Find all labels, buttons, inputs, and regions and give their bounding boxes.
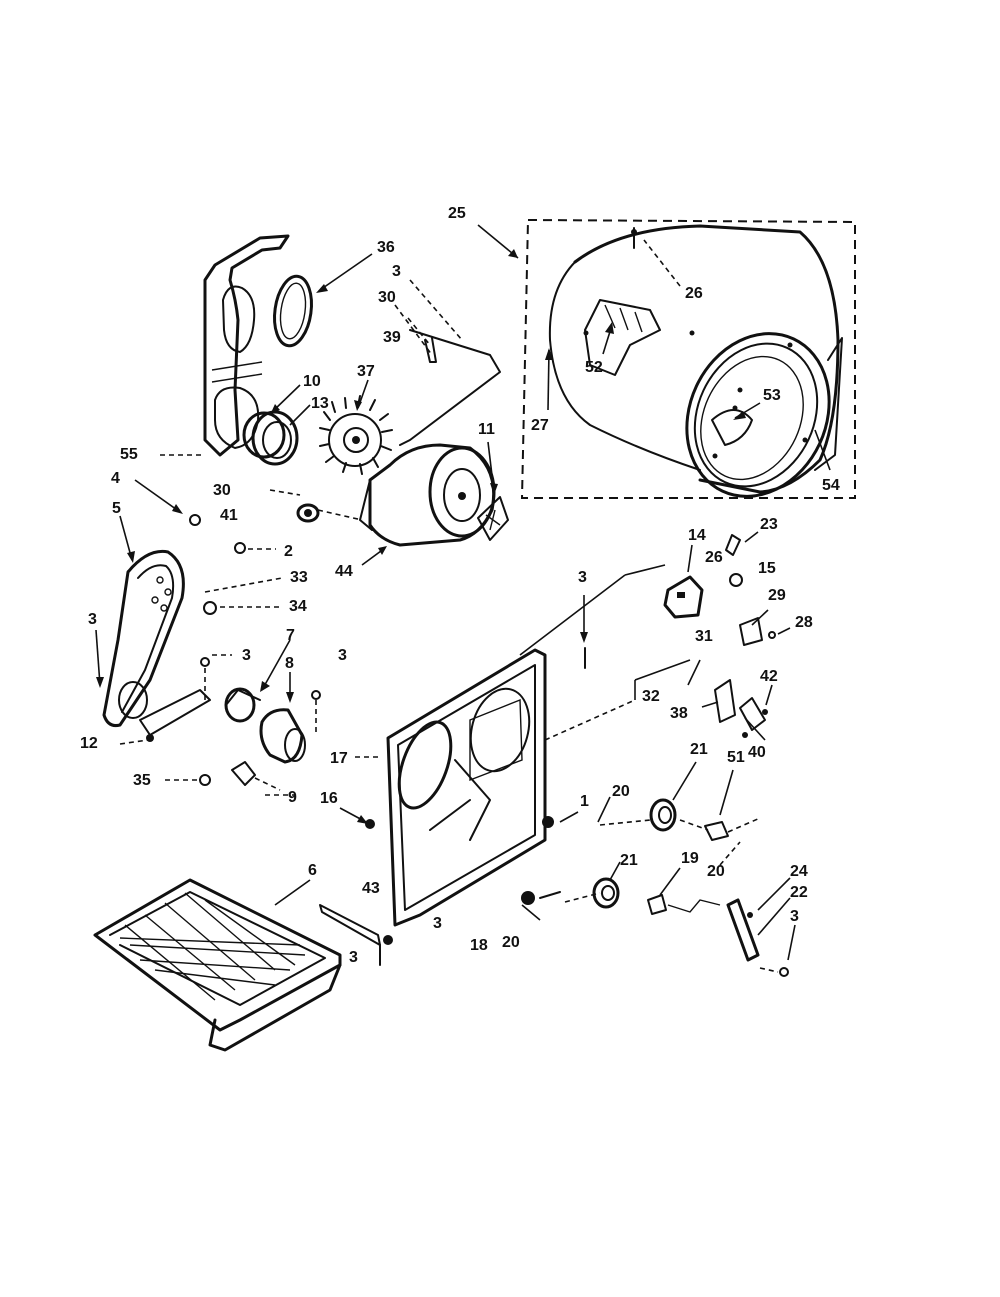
label-3: 3 bbox=[790, 908, 799, 925]
label-14: 14 bbox=[688, 527, 706, 544]
label-21: 21 bbox=[620, 852, 638, 869]
label-15: 15 bbox=[758, 560, 776, 577]
label-35: 35 bbox=[133, 772, 151, 789]
label-9: 9 bbox=[288, 789, 297, 806]
rear-bulkhead-group bbox=[160, 234, 509, 566]
label-19: 19 bbox=[681, 850, 699, 867]
label-55: 55 bbox=[120, 446, 138, 463]
label-26: 26 bbox=[705, 549, 723, 566]
label-44: 44 bbox=[335, 563, 353, 580]
label-20: 20 bbox=[612, 783, 630, 800]
label-3: 3 bbox=[242, 647, 251, 664]
label-20: 20 bbox=[502, 934, 520, 951]
base-pan-group bbox=[93, 878, 342, 1052]
label-30: 30 bbox=[213, 482, 231, 499]
label-53: 53 bbox=[763, 387, 781, 404]
label-33: 33 bbox=[290, 569, 308, 586]
label-26: 26 bbox=[685, 285, 703, 302]
blower-wheel bbox=[319, 395, 393, 475]
label-16: 16 bbox=[320, 790, 338, 807]
label-25: 25 bbox=[448, 205, 466, 222]
label-52: 52 bbox=[585, 359, 603, 376]
label-8: 8 bbox=[285, 655, 294, 672]
label-27: 27 bbox=[531, 417, 549, 434]
label-43: 43 bbox=[362, 880, 380, 897]
label-5: 5 bbox=[112, 500, 121, 517]
label-13: 13 bbox=[311, 395, 329, 412]
label-22: 22 bbox=[790, 884, 808, 901]
label-12: 12 bbox=[80, 735, 98, 752]
part-labels: 25 36 3 30 39 37 10 13 26 52 27 53 54 11… bbox=[80, 205, 840, 966]
drum-assembly-group bbox=[477, 219, 856, 499]
cabinet-base-group bbox=[319, 564, 691, 966]
label-4: 4 bbox=[111, 470, 120, 487]
label-3: 3 bbox=[392, 263, 401, 280]
thermostat-group bbox=[663, 531, 791, 741]
label-41: 41 bbox=[220, 507, 238, 524]
label-34: 34 bbox=[289, 598, 307, 615]
roller-group bbox=[559, 595, 796, 977]
label-42: 42 bbox=[760, 668, 778, 685]
label-10: 10 bbox=[303, 373, 321, 390]
label-24: 24 bbox=[790, 863, 808, 880]
label-7: 7 bbox=[286, 627, 295, 644]
label-32: 32 bbox=[642, 688, 660, 705]
label-40: 40 bbox=[748, 744, 766, 761]
label-39: 39 bbox=[383, 329, 401, 346]
label-37: 37 bbox=[357, 363, 375, 380]
label-11: 11 bbox=[478, 421, 495, 438]
label-2: 2 bbox=[284, 543, 293, 560]
label-51: 51 bbox=[727, 749, 745, 766]
label-1: 1 bbox=[580, 793, 589, 810]
label-17: 17 bbox=[330, 750, 348, 767]
label-3: 3 bbox=[338, 647, 347, 664]
label-30: 30 bbox=[378, 289, 396, 306]
label-20: 20 bbox=[707, 863, 725, 880]
label-3: 3 bbox=[433, 915, 442, 932]
label-28: 28 bbox=[795, 614, 813, 631]
label-29: 29 bbox=[768, 587, 786, 604]
label-3: 3 bbox=[349, 949, 358, 966]
label-6: 6 bbox=[308, 862, 317, 879]
label-31: 31 bbox=[695, 628, 713, 645]
label-36: 36 bbox=[377, 239, 395, 256]
idler-belt-group bbox=[95, 479, 321, 796]
label-54: 54 bbox=[822, 477, 840, 494]
label-38: 38 bbox=[670, 705, 688, 722]
label-21: 21 bbox=[690, 741, 708, 758]
label-3: 3 bbox=[88, 611, 97, 628]
label-23: 23 bbox=[760, 516, 778, 533]
label-18: 18 bbox=[470, 937, 488, 954]
label-3: 3 bbox=[578, 569, 587, 586]
